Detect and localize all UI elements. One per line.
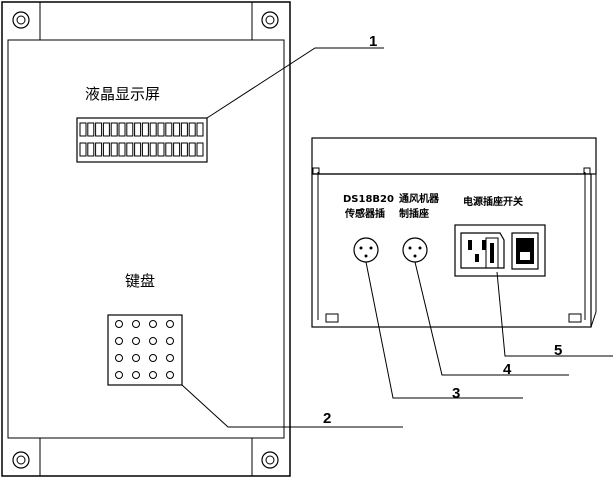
sensor-label: DS18B20 [343, 194, 394, 205]
sensor-label-2: 传感器插 [344, 207, 385, 220]
lcd-char-cell [134, 122, 142, 137]
fan-socket [402, 237, 428, 263]
callout-1: 1 [369, 33, 377, 50]
lcd-char-cell [188, 142, 196, 157]
lcd-display [76, 117, 208, 163]
keypad-key [115, 371, 123, 379]
lcd-char-cell [79, 122, 87, 137]
lcd-char-cell [87, 122, 95, 137]
keypad-key [132, 371, 140, 379]
lcd-char-cell [180, 122, 188, 137]
lcd-label: 液晶显示屏 [85, 85, 160, 103]
lcd-char-cell [118, 142, 126, 157]
keypad-key [166, 354, 174, 362]
fan-label-2: 制插座 [399, 207, 429, 220]
power-label: 电源插座开关 [463, 195, 523, 208]
lcd-char-cell [141, 142, 149, 157]
lcd-char-cell [95, 142, 103, 157]
lcd-char-cell [126, 122, 134, 137]
fan-label: 通风机器 [399, 192, 440, 205]
keypad-key [115, 320, 123, 328]
lcd-char-cell [126, 142, 134, 157]
screw-icon [261, 11, 279, 29]
lcd-char-cell [102, 122, 110, 137]
keypad-label: 键盘 [125, 272, 155, 290]
lcd-char-cell [157, 142, 165, 157]
lcd-char-cell [165, 142, 173, 157]
lcd-char-cell [173, 122, 181, 137]
keypad-key [132, 320, 140, 328]
lcd-char-cell [95, 122, 103, 137]
lcd-char-cell [165, 122, 173, 137]
keypad-key [132, 354, 140, 362]
callout-lines [181, 47, 613, 428]
keypad-key [149, 354, 157, 362]
lcd-char-cell [196, 122, 204, 137]
front-panel: 液晶显示屏 键盘 [1, 1, 291, 477]
lcd-char-cell [141, 122, 149, 137]
callout-5: 5 [554, 342, 562, 359]
lcd-char-cell [157, 122, 165, 137]
lcd-char-cell [118, 122, 126, 137]
screw-icon [261, 451, 279, 469]
keypad-key [166, 371, 174, 379]
keypad-key [149, 371, 157, 379]
callout-4: 4 [503, 361, 512, 378]
lcd-char-cell [149, 122, 157, 137]
keypad-key [166, 337, 174, 345]
callout-2: 2 [323, 410, 331, 427]
lcd-char-cell [196, 142, 204, 157]
callout-3: 3 [452, 385, 460, 402]
screw-icon [12, 451, 30, 469]
keypad-key [149, 337, 157, 345]
lcd-char-cell [110, 142, 118, 157]
lcd-char-cell [134, 142, 142, 157]
keypad-key [132, 337, 140, 345]
lcd-char-cell [87, 142, 95, 157]
lcd-char-cell [149, 142, 157, 157]
sensor-socket [353, 237, 379, 263]
keypad-key [149, 320, 157, 328]
lcd-char-cell [79, 142, 87, 157]
keypad-key [115, 337, 123, 345]
keypad-key [115, 354, 123, 362]
power-socket [454, 224, 546, 277]
keypad [107, 314, 183, 386]
lcd-char-cell [180, 142, 188, 157]
back-panel: DS18B20 传感器插 通风机器 制插座 电源插座开关 [311, 137, 597, 328]
lcd-char-cell [173, 142, 181, 157]
lcd-char-cell [102, 142, 110, 157]
lcd-char-cell [110, 122, 118, 137]
screw-icon [12, 11, 30, 29]
power-switch-icon [511, 232, 539, 270]
keypad-key [166, 320, 174, 328]
lcd-char-cell [188, 122, 196, 137]
